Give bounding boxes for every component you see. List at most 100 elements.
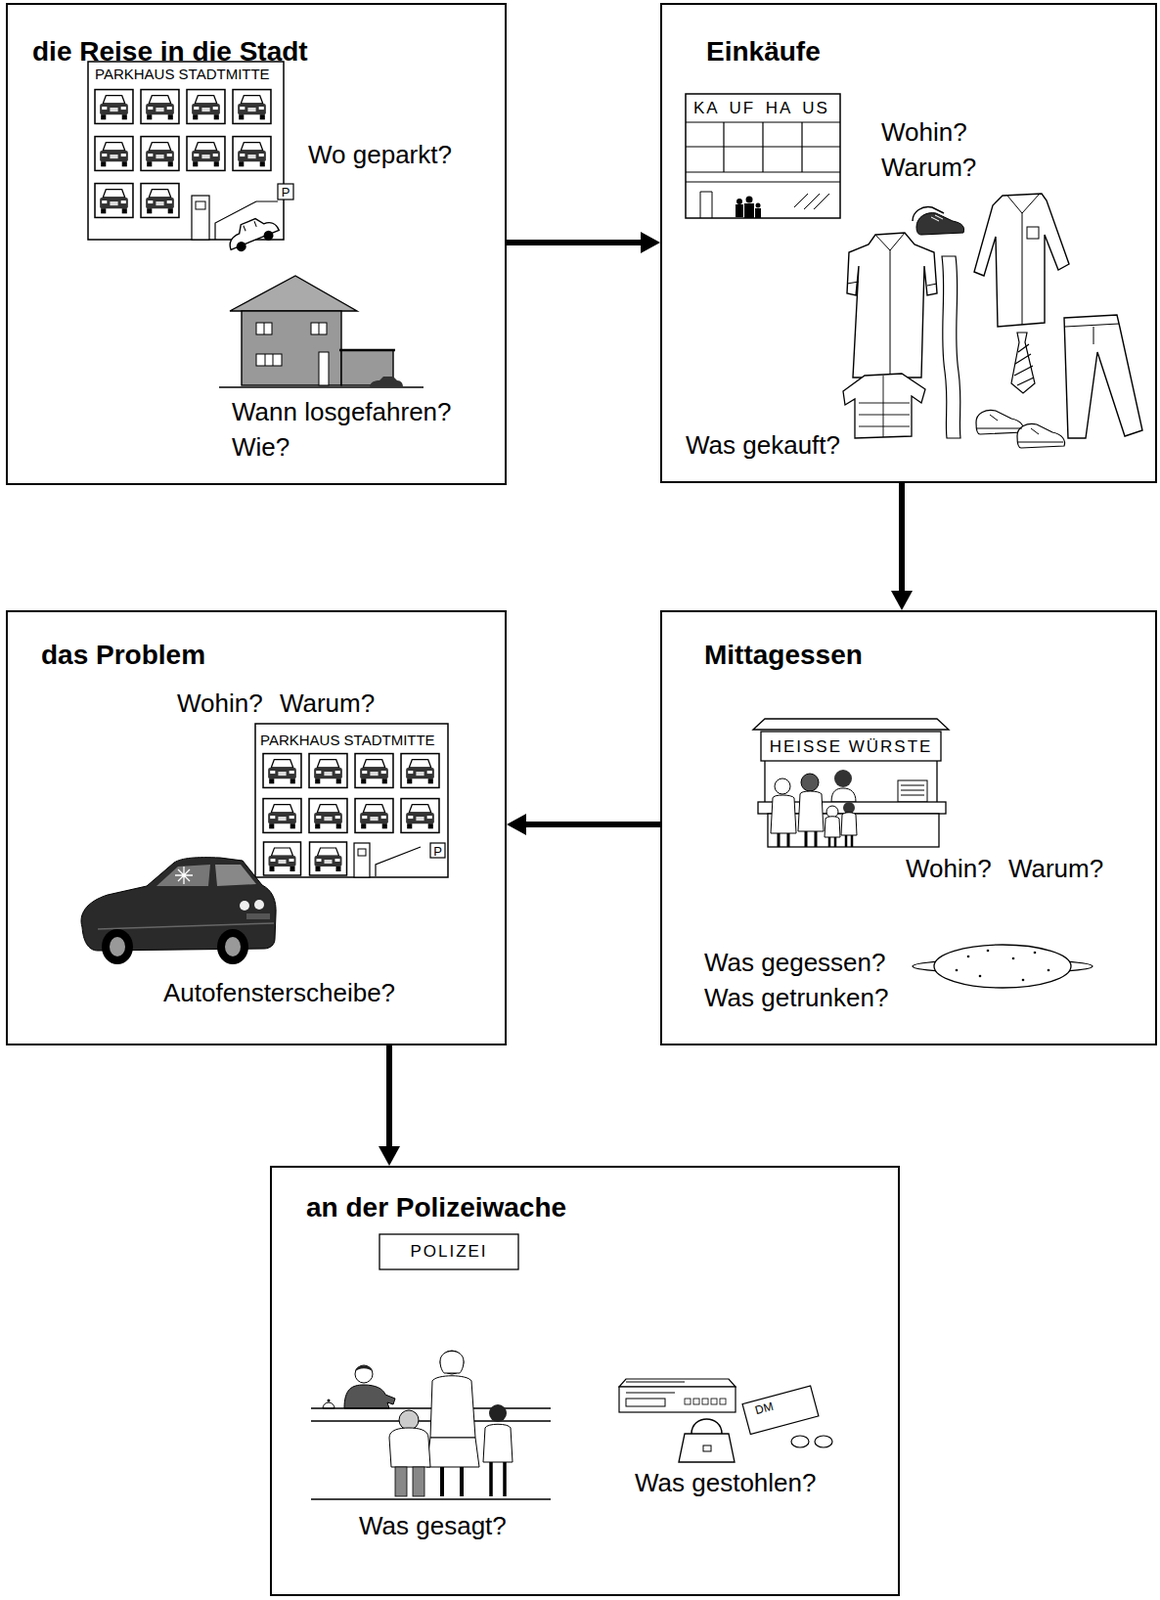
question-text: Wo geparkt? (308, 136, 452, 173)
sausage-stand (805, 831, 816, 848)
sign-text: HEISSE WÜRSTE (760, 738, 941, 756)
clothes (916, 213, 965, 235)
clothes (1011, 332, 1035, 394)
arrow-head (506, 813, 527, 836)
house (318, 322, 320, 335)
parking-garage (140, 183, 179, 219)
stolen-items (791, 1435, 809, 1448)
sausage-stand (770, 795, 797, 834)
police-station (412, 1467, 425, 1497)
parking-garage (262, 228, 275, 242)
police-station (322, 1402, 335, 1409)
police-station (426, 1437, 480, 1468)
scene-box: an der PolizeiwacheWas gesagt?Was gestoh… (269, 1165, 900, 1597)
sausage-roll (1022, 979, 1026, 982)
clothes (941, 256, 961, 439)
stolen-items (691, 1419, 722, 1434)
arrow-head (891, 590, 913, 611)
parking-garage (310, 842, 348, 876)
sausage-roll (979, 975, 982, 979)
parking-garage (401, 754, 440, 789)
stolen-items (678, 1433, 735, 1463)
house (339, 349, 396, 353)
clothes (1014, 344, 1034, 386)
sausage-roll (1012, 957, 1016, 961)
parking-garage (430, 843, 446, 858)
police-station (483, 1424, 513, 1463)
parking-garage (191, 195, 210, 240)
house (264, 322, 266, 335)
police-station (311, 1234, 551, 1500)
sausage-stand (753, 718, 949, 848)
clothes (858, 375, 910, 438)
question-text: Was gestohlen? (634, 1465, 816, 1501)
clothes (977, 414, 1064, 443)
parking-garage (186, 89, 225, 125)
parking-garage (255, 723, 448, 878)
parking-garage (88, 61, 284, 240)
police-station (355, 1365, 373, 1384)
broken-car (109, 936, 126, 957)
police-station (440, 1351, 464, 1375)
sausage-roll (955, 969, 959, 973)
broken-car (254, 899, 265, 910)
police-station (430, 1376, 476, 1438)
parking-garage (355, 754, 394, 789)
stolen-items (703, 1445, 712, 1452)
sausage-stand (774, 778, 791, 795)
sausage-roll (1047, 969, 1051, 973)
police-station (440, 1350, 464, 1375)
box-heading: an der Polizeiwache (306, 1191, 567, 1225)
sausage-stand (829, 837, 836, 848)
stolen-items (625, 1398, 666, 1407)
broken-car (239, 900, 250, 911)
flow-arrow (378, 1045, 401, 1166)
house (229, 275, 357, 312)
parking-garage (232, 136, 271, 172)
department-store (794, 193, 830, 210)
sausage-stand (831, 788, 856, 803)
clothes (843, 373, 926, 439)
sign-text: DM (754, 1400, 775, 1417)
stolen-items (742, 1385, 819, 1435)
flow-arrow (506, 231, 661, 254)
parking-garage (401, 799, 440, 834)
stolen-items (742, 1385, 819, 1435)
broken-car (81, 857, 276, 965)
parking-garage (255, 723, 448, 878)
box-heading: die Reise in die Stadt (32, 35, 309, 69)
police-station (489, 1404, 507, 1423)
arrow-shaft (386, 1045, 393, 1149)
arrow-head (378, 1146, 401, 1166)
department-store (755, 208, 761, 219)
department-store (744, 203, 755, 219)
broken-car (224, 936, 241, 957)
parking-garage (309, 799, 348, 834)
police-station (355, 1365, 373, 1373)
parking-garage (88, 61, 294, 256)
sausage-stand (778, 833, 789, 848)
sausage-stand (846, 835, 852, 848)
police-station (389, 1427, 431, 1468)
parking-garage (223, 212, 280, 250)
parking-garage (140, 136, 179, 172)
broken-car (156, 864, 211, 887)
question-text: Autofensterscheibe? (163, 975, 396, 1011)
sign-text: PARKHAUS STADTMITTE (94, 66, 270, 82)
sausage-stand (843, 802, 855, 814)
question-text: Was gekauft? (685, 427, 841, 463)
stolen-items (711, 1398, 717, 1405)
sausage-stand (826, 805, 839, 818)
stolen-items (619, 1379, 736, 1387)
question-text: Wohin? Warum? (881, 114, 994, 186)
sausage-roll (934, 944, 1071, 988)
clothes (974, 193, 1070, 327)
parking-garage (195, 201, 206, 210)
stolen-items (625, 1382, 685, 1393)
police-station (399, 1410, 419, 1430)
broken-car (217, 929, 249, 965)
house (256, 322, 272, 335)
flow-arrow (506, 813, 661, 836)
